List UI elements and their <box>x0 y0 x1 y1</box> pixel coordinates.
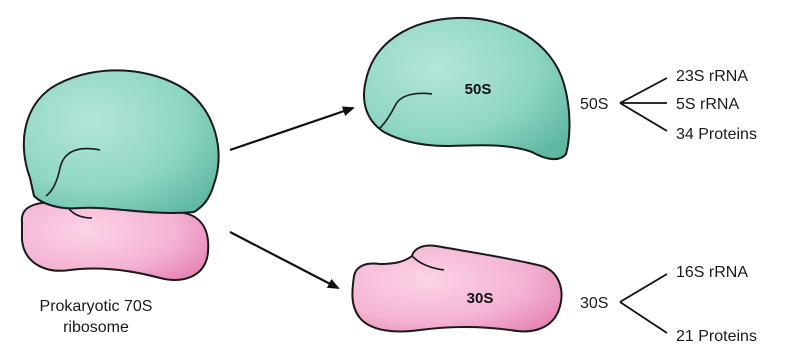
ribosome-70s: Prokaryotic 70S ribosome <box>22 70 219 336</box>
ribosome-caption-line2: ribosome <box>63 319 129 336</box>
breakdown-30s-branches <box>620 274 667 333</box>
subunit-50s: 50S <box>364 18 569 159</box>
subunit-30s-label: 30S <box>467 290 494 307</box>
breakdown-30s-item-2: 21 Proteins <box>676 328 757 345</box>
arrow-to-50s <box>230 108 353 150</box>
arrow-to-30s <box>230 232 338 288</box>
subunit-50s-label: 50S <box>465 81 492 98</box>
breakdown-50s-item-1: 23S rRNA <box>676 68 748 85</box>
breakdown-30s: 30S 16S rRNA 21 Proteins <box>580 264 757 345</box>
ribosome-caption-line1: Prokaryotic 70S <box>40 298 153 315</box>
breakdown-50s: 50S 23S rRNA 5S rRNA 34 Proteins <box>580 68 757 143</box>
breakdown-50s-item-3: 34 Proteins <box>676 126 757 143</box>
breakdown-30s-item-1: 16S rRNA <box>676 264 748 281</box>
breakdown-50s-label: 50S <box>580 96 608 113</box>
subunit-30s: 30S <box>352 245 561 331</box>
ribosome-large-subunit-shape <box>24 70 219 213</box>
breakdown-50s-branches <box>620 78 667 131</box>
subunit-30s-shape <box>352 245 561 331</box>
breakdown-50s-item-2: 5S rRNA <box>676 96 739 113</box>
breakdown-30s-label: 30S <box>580 295 608 312</box>
